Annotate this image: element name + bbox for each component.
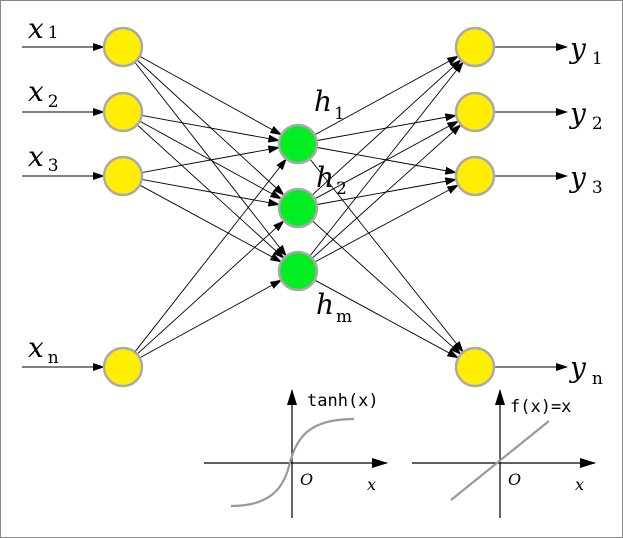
input-node-2 (102, 91, 144, 133)
linear-line (450, 420, 550, 501)
edge-hidden1-output1 (314, 55, 460, 136)
edge-input4-hidden2 (136, 220, 285, 355)
tanh-label: tanh(x) (307, 391, 379, 411)
output-node-3 (454, 155, 496, 197)
edge-input3-hidden3 (139, 184, 283, 263)
edge-input1-hidden3 (134, 61, 287, 257)
edge-input3-hidden2 (141, 178, 281, 207)
edge-input2-hidden3 (136, 124, 285, 259)
edge-input3-hidden1 (141, 145, 281, 174)
output-node-2 (454, 91, 496, 133)
hidden-node-2 (277, 187, 319, 229)
edge-hidden3-output4 (314, 279, 460, 359)
linear-x-label: x (575, 475, 584, 494)
edge-hidden2-output2 (314, 120, 460, 200)
nodes-layer (102, 26, 496, 388)
linear-origin-label: O (508, 470, 521, 489)
tanh-plot: tanh(x) O x (204, 389, 388, 518)
edge-input1-hidden2 (136, 59, 285, 196)
edge-hidden3-output1 (309, 61, 464, 257)
input-node-4 (102, 346, 144, 388)
edge-hidden3-output2 (311, 124, 462, 259)
output-node-4 (454, 346, 496, 388)
connection-lines (22, 43, 568, 371)
edge-input4-hidden3 (139, 279, 283, 359)
tanh-x-label: x (367, 475, 376, 494)
linear-plot: f(x)=x O x (412, 389, 596, 518)
linear-label: f(x)=x (510, 397, 571, 417)
edge-hidden2-output4 (311, 220, 462, 355)
input-node-3 (102, 155, 144, 197)
input-node-1 (102, 26, 144, 68)
output-node-1 (454, 26, 496, 68)
tanh-origin-label: O (300, 470, 313, 489)
edge-input1-hidden1 (139, 55, 283, 136)
hidden-node-3 (277, 250, 319, 292)
hidden-node-1 (277, 123, 319, 165)
edge-hidden1-output4 (309, 158, 464, 353)
tanh-curve (230, 417, 355, 508)
edge-input4-hidden1 (134, 158, 287, 353)
edge-hidden3-output3 (314, 184, 460, 263)
edge-input2-hidden1 (141, 114, 281, 143)
edge-hidden2-output1 (311, 59, 462, 196)
